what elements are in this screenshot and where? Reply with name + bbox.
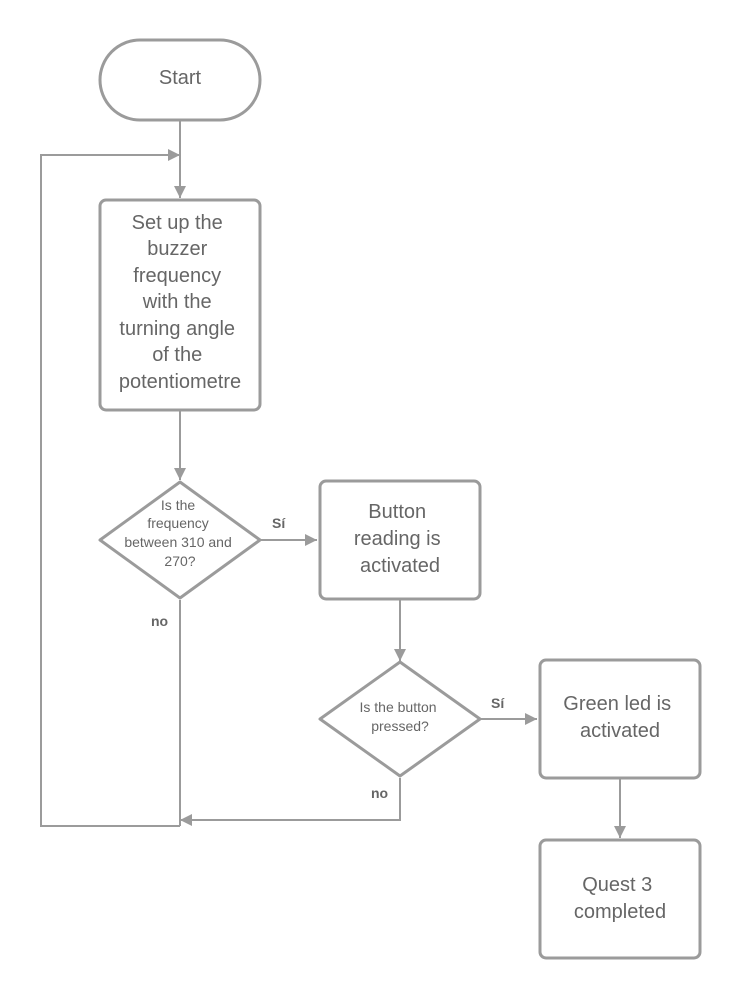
frequency-decision-node: Is the frequency between 310 and 270? bbox=[98, 480, 262, 600]
button-decision-label: Is the button pressed? bbox=[360, 699, 441, 734]
quest-completed-label: Quest 3 completed bbox=[574, 874, 666, 923]
green-led-label: Green led is activated bbox=[563, 693, 676, 742]
frequency-yes-label: Sí bbox=[272, 515, 286, 531]
start-node-label: Start bbox=[159, 67, 202, 89]
setup-node: Set up the buzzer frequency with the tur… bbox=[98, 198, 262, 412]
quest-completed-node: Quest 3 completed bbox=[538, 838, 702, 960]
start-node: Start bbox=[98, 38, 262, 122]
setup-node-label: Set up the buzzer frequency with the tur… bbox=[119, 212, 241, 393]
connector-button-no bbox=[180, 778, 401, 826]
button-decision-node: Is the button pressed? bbox=[318, 660, 482, 778]
connector-loop-back bbox=[40, 149, 180, 827]
button-no-label: no bbox=[371, 785, 388, 801]
button-reading-label: Button reading is activated bbox=[354, 501, 446, 577]
button-reading-node: Button reading is activated bbox=[318, 479, 482, 601]
button-yes-label: Sí bbox=[491, 695, 505, 711]
frequency-decision-label: Is the frequency between 310 and 270? bbox=[124, 497, 235, 569]
frequency-no-label: no bbox=[151, 613, 168, 629]
green-led-node: Green led is activated bbox=[538, 658, 702, 780]
